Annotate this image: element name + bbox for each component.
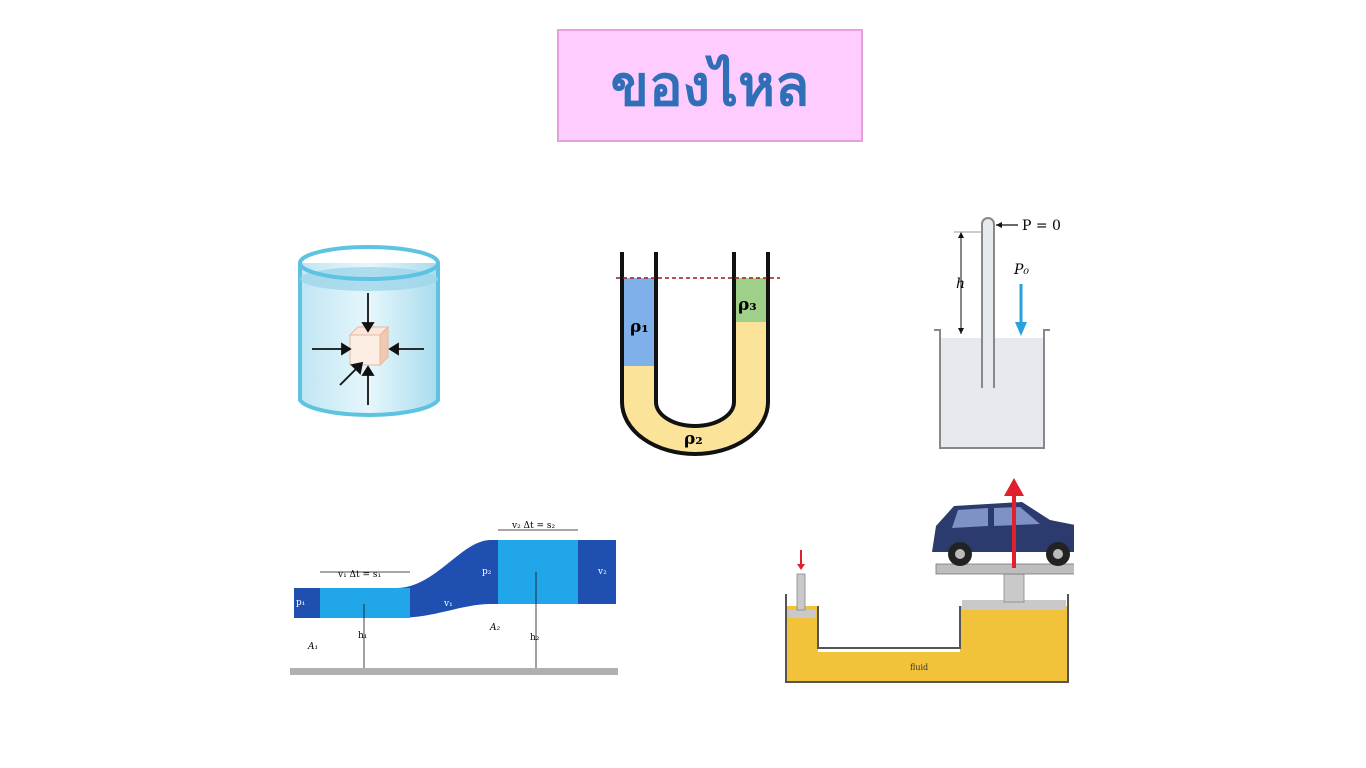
p-zero-label: P = 0 (1022, 218, 1061, 234)
push-arrow (797, 564, 805, 570)
pressure-arrows (312, 293, 424, 405)
rho2-label: ρ₂ (684, 429, 703, 449)
car-icon (932, 502, 1074, 566)
barometer-tube (981, 217, 995, 388)
submerged-cube-figure (298, 245, 440, 417)
rho1-fluid (622, 278, 656, 366)
slide-title: ของไหล (610, 54, 810, 119)
h2-label: h₂ (530, 633, 540, 643)
p0-label: P₀ (1013, 262, 1029, 278)
s2-label: v₂ Δt = s₂ (511, 521, 556, 531)
p1-label: p₁ (296, 598, 305, 608)
s1-label: v₁ Δt = s₁ (337, 570, 381, 580)
a2-label: A₂ (489, 623, 500, 633)
ground (290, 668, 618, 675)
large-piston (962, 600, 1066, 610)
beaker-rim (298, 245, 440, 281)
hydraulic-lift-figure: fluid (785, 478, 1074, 683)
cube-icon (348, 325, 390, 367)
a1-label: A₁ (307, 642, 318, 652)
rho3-label: ρ₃ (738, 295, 757, 315)
fluid-segment-2 (498, 540, 578, 604)
v2-label: v₂ (597, 567, 607, 577)
rho1-label: ρ₁ (630, 317, 649, 337)
bernoulli-pipe-figure: v₁ Δt = s₁ v₂ Δt = s₂ p₁ p₂ v₁ v₂ A₁ A₂ … (290, 521, 618, 675)
p2-label: p₂ (482, 567, 492, 577)
fluid-segment-1 (320, 588, 410, 618)
v1-label: v₁ (443, 599, 453, 609)
dish (934, 329, 1050, 449)
fluid-label: fluid (910, 663, 928, 672)
barometer-figure: P = 0 P₀ h (934, 217, 1061, 449)
h-label: h (956, 276, 965, 292)
small-piston (788, 610, 816, 618)
hydraulic-fluid (786, 606, 1068, 682)
lift-arrow (1004, 478, 1024, 496)
h1-label: h₁ (358, 631, 367, 641)
p0-arrow (1015, 322, 1027, 336)
rho3-fluid (734, 278, 768, 322)
u-tube-figure: ρ₁ ρ₃ ρ₂ (616, 252, 780, 456)
u-tube-outer (620, 252, 770, 456)
title-box: ของไหล (557, 29, 863, 142)
u-tube-inner (654, 252, 736, 428)
